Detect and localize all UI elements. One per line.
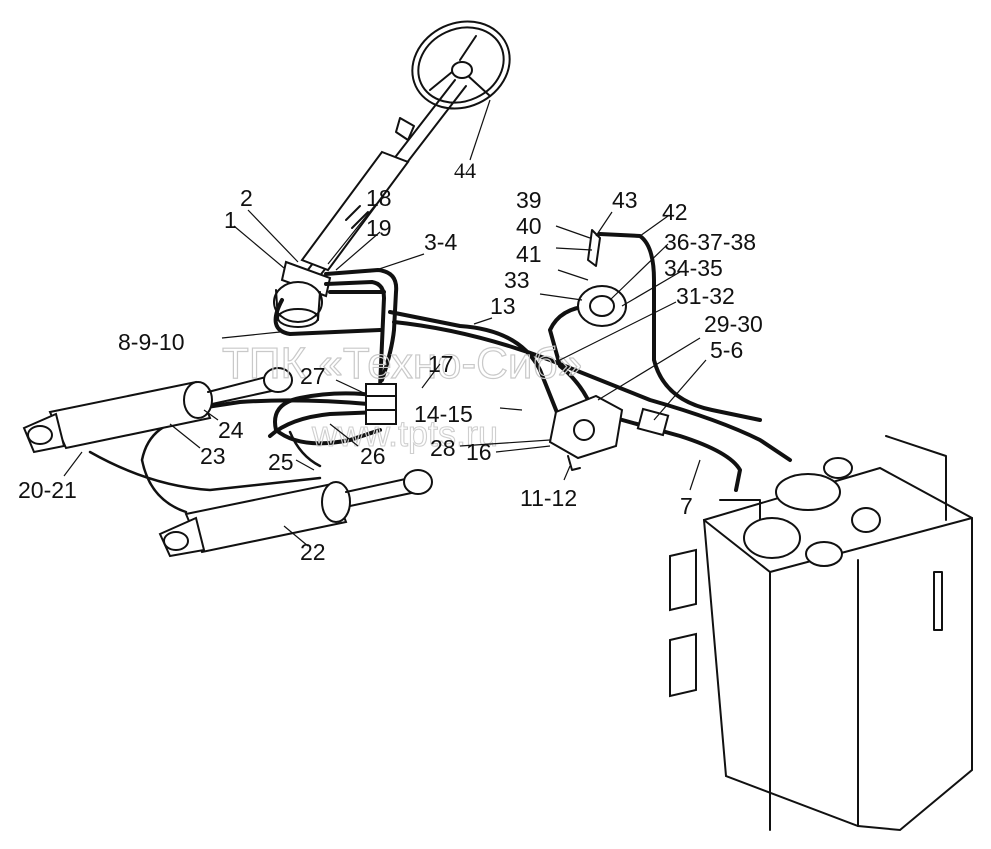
callout-3-4: 3-4 bbox=[424, 229, 457, 255]
callout-23: 23 bbox=[200, 443, 226, 469]
callout-labels: 44 1 2 18 19 3-4 39 40 41 43 42 36-37-38… bbox=[18, 158, 763, 565]
callout-1: 1 bbox=[224, 207, 237, 233]
callout-36-37-38: 36-37-38 bbox=[664, 229, 756, 255]
fitting-5-6 bbox=[636, 407, 670, 437]
steering-wheel bbox=[411, 20, 511, 110]
callout-22: 22 bbox=[300, 539, 326, 565]
callout-13: 13 bbox=[490, 293, 516, 319]
callout-24: 24 bbox=[218, 417, 244, 443]
steering-pump-unit bbox=[273, 260, 332, 328]
callout-43: 43 bbox=[612, 187, 638, 213]
callout-25: 25 bbox=[268, 449, 294, 475]
hydraulic-hoses bbox=[88, 232, 792, 514]
callout-40: 40 bbox=[516, 213, 542, 239]
callout-2: 2 bbox=[240, 185, 253, 211]
callout-26: 26 bbox=[360, 443, 386, 469]
hydraulic-tank bbox=[669, 435, 973, 832]
callout-27: 27 bbox=[300, 363, 326, 389]
watermark-company: ТПК «Техно-Сиб» bbox=[222, 339, 582, 388]
callout-29-30: 29-30 bbox=[704, 311, 763, 337]
callout-16: 16 bbox=[466, 439, 492, 465]
callout-8-9-10: 8-9-10 bbox=[118, 329, 184, 355]
callout-41: 41 bbox=[516, 241, 542, 267]
steering-cylinder-upper bbox=[22, 367, 293, 454]
callout-5-6: 5-6 bbox=[710, 337, 743, 363]
callout-14-15: 14-15 bbox=[414, 401, 473, 427]
callout-39: 39 bbox=[516, 187, 542, 213]
callout-44: 44 bbox=[454, 158, 476, 183]
callout-19: 19 bbox=[366, 215, 392, 241]
callout-34-35: 34-35 bbox=[664, 255, 723, 281]
filter-33 bbox=[577, 229, 627, 327]
callout-17: 17 bbox=[428, 351, 454, 377]
callout-18: 18 bbox=[366, 185, 392, 211]
priority-valve-11-12 bbox=[548, 394, 624, 471]
callout-33: 33 bbox=[504, 267, 530, 293]
callout-7: 7 bbox=[680, 493, 693, 519]
callout-11-12: 11-12 bbox=[520, 485, 577, 511]
callout-28: 28 bbox=[430, 435, 456, 461]
callout-42: 42 bbox=[662, 199, 688, 225]
leader-lines bbox=[63, 99, 707, 547]
callout-31-32: 31-32 bbox=[676, 283, 735, 309]
valve-block-27 bbox=[365, 383, 397, 425]
steering-column bbox=[299, 79, 467, 287]
steering-cylinder-lower bbox=[158, 469, 433, 558]
callout-20-21: 20-21 bbox=[18, 477, 77, 503]
